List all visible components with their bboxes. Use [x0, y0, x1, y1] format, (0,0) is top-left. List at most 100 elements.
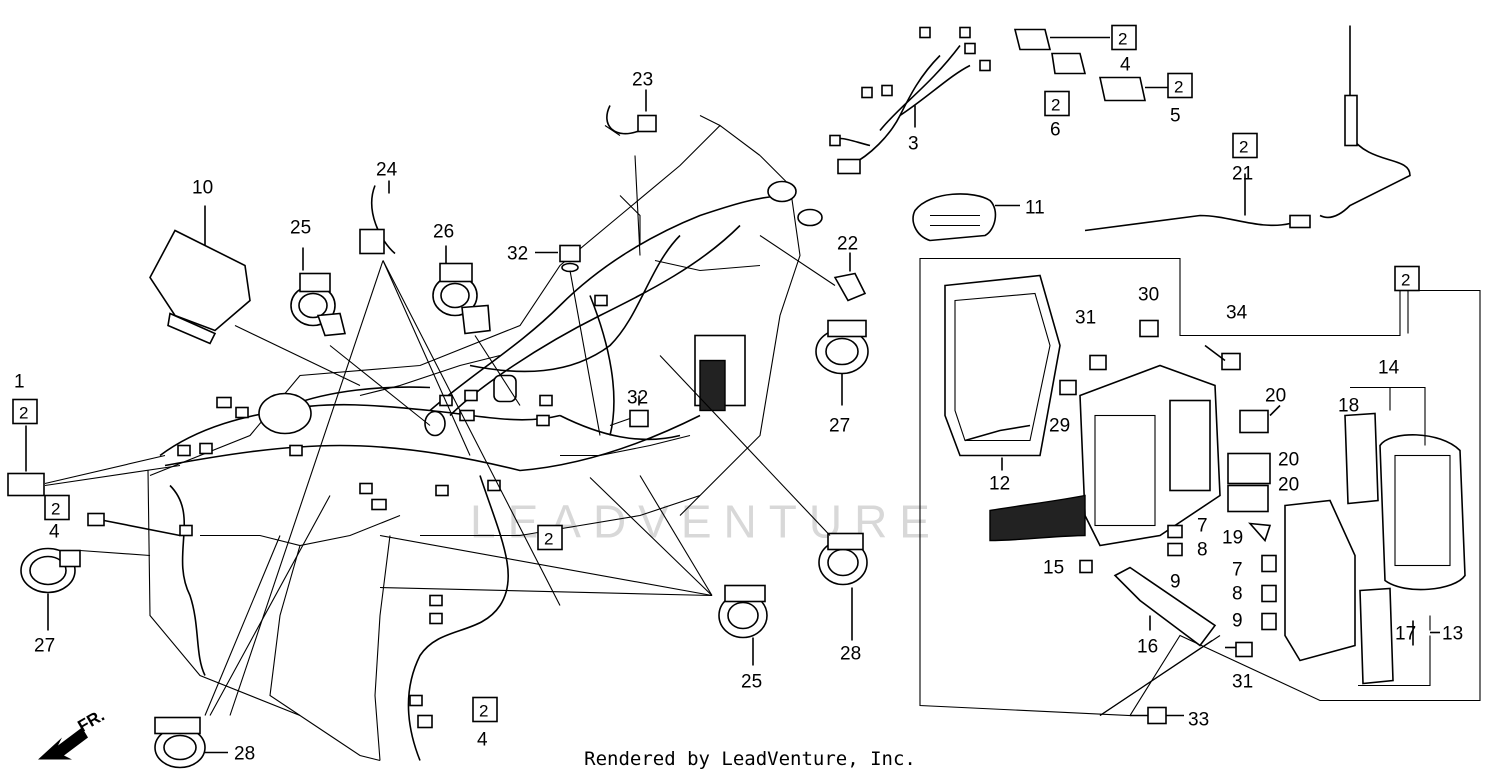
- callout-5: 5: [1170, 106, 1181, 127]
- callout-17: 17: [1395, 624, 1416, 645]
- callout-21: 21: [1232, 164, 1253, 185]
- callout-31: 31: [1075, 308, 1096, 329]
- callout-26: 26: [433, 222, 454, 243]
- callout-2-box: 2: [12, 398, 38, 425]
- part-24-bracket: [359, 185, 396, 255]
- callout-7: 7: [1197, 516, 1208, 537]
- callout-33: 33: [1188, 710, 1209, 731]
- callout-2-box: 2: [44, 494, 70, 521]
- part-22-clip: [833, 272, 867, 302]
- svg-text:2: 2: [1174, 78, 1183, 97]
- part-11-cover: [912, 193, 997, 242]
- callout-32: 32: [507, 244, 528, 265]
- part-26-clamp: [432, 262, 491, 335]
- svg-text:2: 2: [51, 500, 60, 519]
- callout-8b: 8: [1232, 584, 1243, 605]
- callout-20: 20: [1265, 386, 1286, 407]
- callout-24: 24: [376, 160, 398, 181]
- part-23-grommet: [606, 105, 657, 135]
- callout-2-box: 2: [1167, 72, 1193, 99]
- part-16-bracket: [1113, 566, 1217, 647]
- svg-text:2: 2: [1118, 30, 1127, 49]
- boxed-label-group: 2 2 2 2 2 2 2 2 2: [12, 24, 1420, 723]
- part-18-label: [1344, 412, 1379, 505]
- callout-29: 29: [1049, 416, 1070, 437]
- part-32-nut-mid: [629, 409, 649, 428]
- part-25-clamp-top: [290, 272, 347, 337]
- callout-3: 3: [908, 134, 919, 155]
- part-13-fuse-holder: [1284, 499, 1356, 662]
- part-1-relay: [7, 472, 45, 497]
- callout-27: 27: [34, 636, 55, 657]
- callout-2-box: 2: [1394, 265, 1420, 292]
- part-28-clamp-center: [818, 532, 868, 586]
- callout-7b: 7: [1232, 560, 1243, 581]
- part-10-duct: [149, 205, 251, 345]
- callout-2-box: 2: [1232, 132, 1258, 159]
- callout-2-box: 2: [1111, 24, 1137, 51]
- fasteners-29-30-31: [1059, 319, 1241, 396]
- callout-10: 10: [192, 178, 213, 199]
- callout-18: 18: [1338, 396, 1359, 417]
- main-wire-harness: [147, 115, 823, 762]
- part-4-connector-bottom: [417, 714, 433, 729]
- part-27-clamp-left: [20, 547, 81, 594]
- callout-2-box: 2: [472, 696, 498, 723]
- callout-32b: 32: [627, 388, 648, 409]
- svg-text:2: 2: [19, 404, 28, 423]
- callout-4b: 4: [1120, 55, 1131, 76]
- callout-31b: 31: [1232, 672, 1253, 693]
- part-21-antenna: [1084, 25, 1411, 232]
- callout-27b: 27: [829, 416, 850, 437]
- part-4-connector: [87, 512, 105, 527]
- part-32-nut-top: [559, 244, 581, 273]
- part-12-fuse-box-lid: [944, 274, 1061, 457]
- callout-20c: 20: [1278, 475, 1299, 496]
- part-27-clamp-right: [815, 319, 869, 375]
- callout-30: 30: [1138, 285, 1159, 306]
- callout-2-box: 2: [1044, 90, 1070, 117]
- svg-text:2: 2: [479, 702, 488, 721]
- callout-25b: 25: [741, 672, 762, 693]
- svg-text:2: 2: [1051, 96, 1060, 115]
- footer-credit: Rendered by LeadVenture, Inc.: [584, 748, 916, 770]
- callout-23: 23: [632, 70, 653, 91]
- parts-7-8-9-fuses: [1167, 522, 1277, 631]
- callout-28: 28: [840, 644, 861, 665]
- callout-2-box: 2: [537, 524, 563, 551]
- bolts-31-33: [1130, 641, 1253, 725]
- callout-16: 16: [1137, 637, 1158, 658]
- callout-15: 15: [1043, 558, 1064, 579]
- callout-11: 11: [1025, 198, 1045, 219]
- callout-6: 6: [1050, 120, 1061, 141]
- callout-4c: 4: [477, 730, 488, 751]
- callout-25: 25: [290, 218, 311, 239]
- callout-9: 9: [1170, 572, 1181, 593]
- part-3-sub-harness: [829, 26, 991, 175]
- callout-8: 8: [1197, 540, 1208, 561]
- callout-9b: 9: [1232, 611, 1243, 632]
- svg-text:2: 2: [1401, 271, 1410, 290]
- part-15: [1079, 559, 1093, 574]
- fuse-block-main: [989, 364, 1221, 547]
- callout-labels: 1 4 27 10 25 24 26 23 32 32 3 4 5 6 21 1…: [14, 55, 1463, 765]
- callout-22: 22: [837, 234, 858, 255]
- svg-text:2: 2: [1239, 138, 1248, 157]
- part-25-clamp-bottom: [718, 584, 768, 639]
- part-20-relays: [1227, 409, 1271, 513]
- part-4-5-6-connectors: [1013, 28, 1146, 102]
- callout-4: 4: [49, 522, 60, 543]
- callout-13: 13: [1442, 624, 1463, 645]
- callout-28b: 28: [234, 744, 255, 765]
- part-14-fuse-cover: [1379, 434, 1466, 591]
- callout-19: 19: [1222, 528, 1243, 549]
- svg-text:2: 2: [544, 530, 553, 549]
- callout-14: 14: [1378, 358, 1400, 379]
- part-17-label: [1359, 587, 1394, 685]
- callout-20b: 20: [1278, 450, 1299, 471]
- callout-1: 1: [14, 372, 25, 393]
- callout-34: 34: [1226, 303, 1248, 324]
- part-28-clamp-left: [154, 716, 206, 769]
- callout-12: 12: [989, 474, 1010, 495]
